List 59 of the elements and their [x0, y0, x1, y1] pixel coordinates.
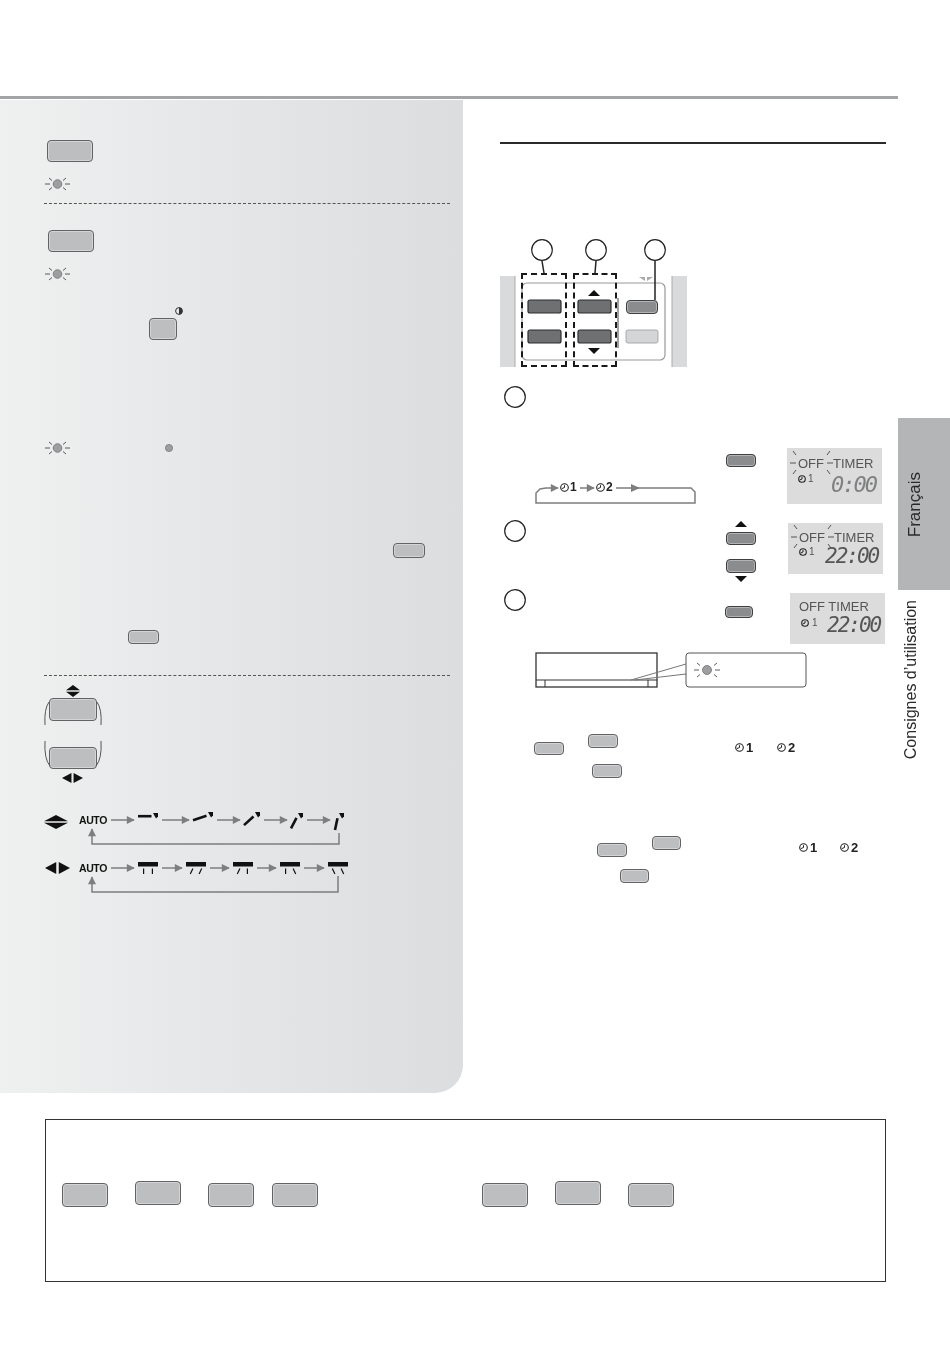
dashed-frame [521, 273, 567, 367]
step-circle [504, 589, 526, 611]
arrow [110, 864, 135, 872]
louvre-icon [334, 813, 344, 831]
arrow [579, 484, 595, 492]
leader-line [541, 260, 545, 274]
dashed-frame [573, 273, 617, 367]
timer-number: 1 [746, 741, 754, 754]
mode-label: AUTO [79, 813, 107, 827]
step-circle [531, 239, 553, 261]
timer-number: 1 [810, 841, 818, 854]
arrow [209, 864, 230, 872]
lcd-display [788, 523, 883, 574]
louvre-icon [244, 812, 260, 829]
arrow [161, 864, 183, 872]
arrow [216, 816, 241, 824]
language-tab [898, 418, 950, 590]
louvre-icon [328, 862, 348, 874]
timer-number: 1 [570, 481, 577, 493]
lcd-digits: 0:00 [831, 474, 876, 496]
leader-line [594, 260, 597, 274]
arrow [256, 864, 277, 872]
louvre-icon [291, 813, 303, 831]
arrow [303, 864, 325, 872]
timer-number: 2 [788, 741, 796, 754]
lcd-display [790, 593, 885, 644]
arrow [88, 828, 340, 845]
leader-line [654, 260, 656, 301]
mode-label: AUTO [79, 861, 107, 875]
step-circle [585, 239, 607, 261]
key-icon [626, 300, 658, 314]
arrow [161, 816, 190, 824]
lcd-text: OFF [799, 531, 825, 544]
tab-label: Français [906, 472, 923, 538]
lcd-text: OFF [798, 457, 824, 470]
timer-number: 2 [851, 841, 859, 854]
lcd-text: TIMER [833, 457, 874, 470]
arrow [263, 816, 288, 824]
louvre-icon [280, 862, 300, 874]
side-label: Consignes d’utilisation [903, 600, 919, 760]
louvre-icon [138, 862, 158, 874]
arrow [88, 875, 339, 893]
step-circle [504, 386, 526, 408]
lcd-digits: 22:00 [825, 546, 879, 567]
louvre-icon [186, 862, 206, 874]
arrow [535, 484, 696, 504]
lcd-text: 1 [809, 547, 815, 557]
step-circle [504, 520, 526, 542]
lcd-display [787, 448, 882, 504]
lcd-text: 1 [812, 618, 818, 628]
lcd-digits: 22:00 [827, 615, 881, 636]
arrow [306, 816, 331, 824]
lcd-text: OFF TIMER [799, 600, 869, 613]
lcd-text: 1 [808, 474, 814, 484]
arrow [110, 816, 135, 824]
lcd-text: TIMER [834, 531, 875, 544]
step-circle [644, 239, 666, 261]
louvre-icon [233, 862, 253, 874]
timer-number: 2 [606, 481, 613, 493]
